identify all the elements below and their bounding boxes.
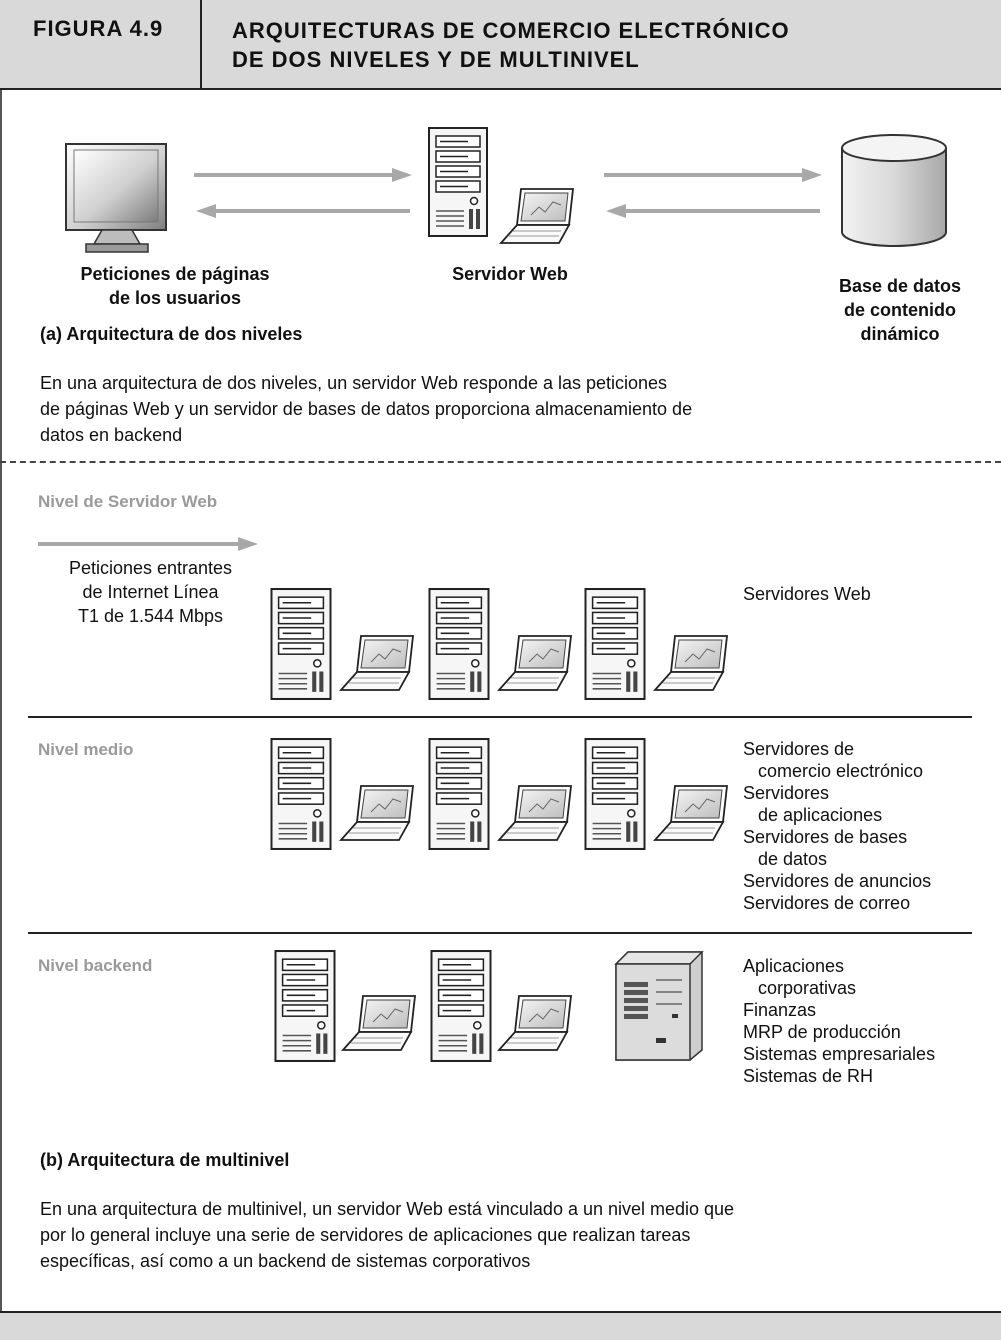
server-tower-icon: [270, 588, 332, 700]
two-tier-heading: (a) Arquitectura de dos niveles: [40, 324, 303, 344]
multi-tier-heading: (b) Arquitectura de multinivel: [40, 1150, 290, 1170]
laptop-icon: [652, 632, 734, 692]
tier-divider: [28, 932, 972, 934]
database-cylinder-icon: [838, 132, 950, 250]
server-tower-icon: [428, 122, 488, 242]
page-frame-left: [0, 0, 2, 1340]
figure-label: FIGURA 4.9: [33, 16, 164, 41]
middle-tier-label: Nivel medio: [38, 740, 134, 759]
tier-divider: [28, 716, 972, 718]
laptop-icon: [496, 782, 578, 842]
figure-title: ARQUITECTURAS DE COMERCIO ELECTRÓNICO DE…: [232, 18, 790, 72]
database-caption: Base de datos de contenido dinámico: [838, 276, 962, 344]
middle-tier-servers-list: Servidores de comercio electrónico Servi…: [743, 739, 932, 913]
two-tier-description: En una arquitectura de dos niveles, un s…: [40, 373, 693, 445]
server-tower-icon: [584, 588, 646, 700]
laptop-icon: [338, 632, 420, 692]
user-requests-caption: Peticiones de páginas de los usuarios: [80, 264, 270, 308]
mainframe-icon: [612, 950, 704, 1062]
server-tower-icon: [584, 738, 646, 850]
arrow-right-icon: [38, 535, 260, 558]
server-tower-icon: [274, 950, 336, 1062]
multi-tier-description: En una arquitectura de multinivel, un se…: [40, 1199, 735, 1271]
web-tier-label: Nivel de Servidor Web: [38, 492, 218, 511]
arrow-right-icon: [604, 166, 824, 189]
arrow-left-icon: [194, 202, 414, 225]
web-server-caption: Servidor Web: [452, 264, 568, 284]
laptop-icon: [496, 992, 578, 1052]
figure-footer: [0, 1311, 1001, 1340]
monitor-icon: [62, 140, 172, 255]
header-divider: [200, 0, 202, 90]
figure-header: FIGURA 4.9 ARQUITECTURAS DE COMERCIO ELE…: [0, 0, 1001, 90]
section-divider-dashed: [0, 461, 1001, 463]
incoming-requests-label: Peticiones entrantes de Internet Línea T…: [68, 558, 233, 626]
laptop-icon: [496, 632, 578, 692]
server-tower-icon: [270, 738, 332, 850]
arrow-right-icon: [194, 166, 414, 189]
server-tower-icon: [428, 588, 490, 700]
laptop-icon: [338, 782, 420, 842]
backend-tier-label: Nivel backend: [38, 956, 153, 975]
laptop-icon: [340, 992, 422, 1052]
web-servers-label: Servidores Web: [743, 584, 871, 604]
server-tower-icon: [430, 950, 492, 1062]
backend-systems-list: Aplicaciones corporativas Finanzas MRP d…: [743, 956, 936, 1086]
laptop-icon: [652, 782, 734, 842]
laptop-icon: [498, 185, 580, 245]
arrow-left-icon: [604, 202, 824, 225]
server-tower-icon: [428, 738, 490, 850]
